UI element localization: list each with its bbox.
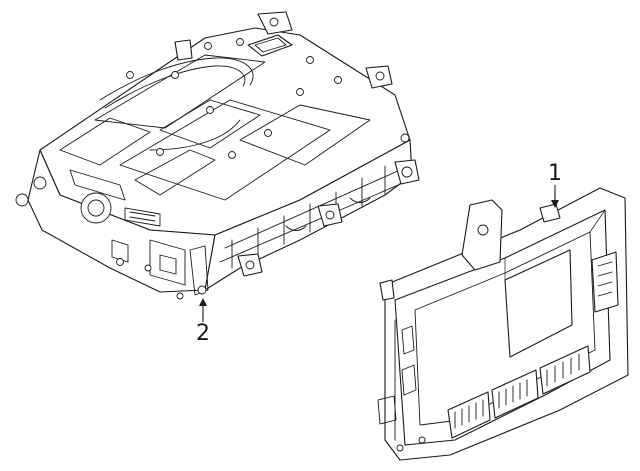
module-connector-2 xyxy=(491,369,539,419)
callout-number-2: 2 xyxy=(196,321,210,346)
front-port-inner xyxy=(87,199,105,217)
callout-number-1: 1 xyxy=(548,161,562,186)
callout-2: 2 xyxy=(196,298,210,346)
callout-1: 1 xyxy=(548,161,562,208)
inverter-right-wall xyxy=(204,139,413,291)
callout-arrow-2 xyxy=(199,298,207,306)
inverter-assembly xyxy=(15,11,420,300)
module-label-window xyxy=(504,249,573,358)
module-assembly xyxy=(377,187,629,461)
callout-arrow-1 xyxy=(551,200,559,208)
module-side-connector xyxy=(591,251,619,313)
module-connector-3 xyxy=(539,345,591,395)
